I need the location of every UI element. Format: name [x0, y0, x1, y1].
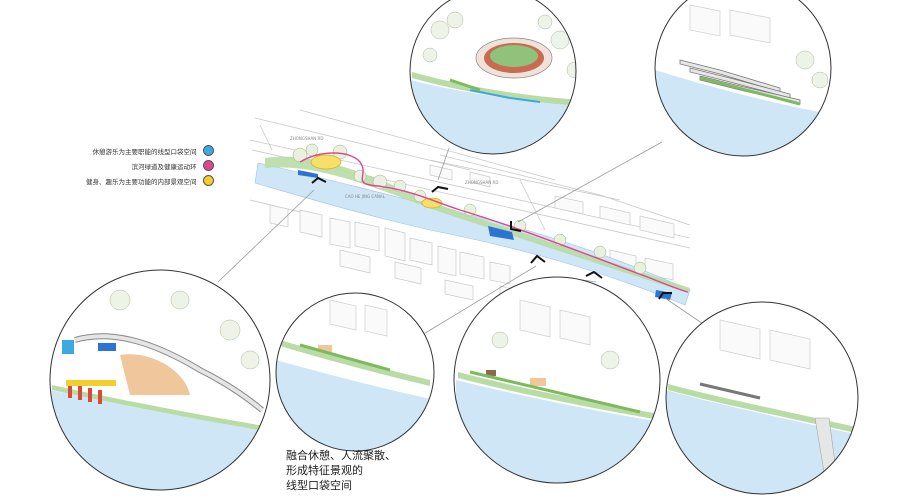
- pink-fitness-loop: [299, 152, 689, 293]
- legend-swatch-yellow: [202, 175, 214, 186]
- legend-item: 滨河绿道及健康运动环: [86, 158, 214, 173]
- legend-swatch-pink: [202, 160, 214, 171]
- detail-circle-plaza: [49, 269, 271, 491]
- tree-clusters: [292, 143, 647, 275]
- legend-label: 健身、趣乐为主要功能的内部景观空间: [86, 177, 197, 186]
- building-blocks: [269, 164, 675, 307]
- leader-lines: [217, 141, 713, 336]
- road-label-mid: ZHONGSHAN RD: [465, 180, 498, 185]
- caption-line-2: 形成特征景观的: [286, 464, 363, 477]
- detail-circle-stadium: [409, 0, 577, 155]
- caption: 融合休憩、人流聚散、 形成特征景观的 线型口袋空间: [286, 448, 446, 493]
- river: [254, 162, 691, 306]
- road-label-top: ZHONGSHAN RD: [290, 136, 323, 141]
- detail-circle-terraces: [654, 0, 832, 157]
- main-site-plan: ZHONGSHAN RD ZHONGSHAN RD CAO HE JING CA…: [249, 109, 691, 307]
- legend: 休憩游乐为主要职能的线型口袋空间 滨河绿道及健康运动环 健身、趣乐为主要功能的内…: [86, 143, 214, 188]
- caption-line-3: 线型口袋空间: [286, 479, 352, 492]
- view-markers: [311, 176, 672, 300]
- detail-circle-pocket-east: [665, 301, 859, 495]
- legend-item: 健身、趣乐为主要功能的内部景观空间: [86, 173, 214, 188]
- detail-circle-pocket-center: [453, 276, 661, 484]
- legend-swatch-blue: [202, 145, 214, 156]
- yellow-pocket-west: [310, 154, 342, 170]
- detail-circle-pocket-west: [275, 292, 435, 452]
- river-label: CAO HE JING CANAL: [345, 194, 386, 199]
- legend-label: 休憩游乐为主要职能的线型口袋空间: [92, 147, 197, 156]
- legend-label: 滨河绿道及健康运动环: [131, 162, 197, 171]
- greenway-band: [265, 156, 690, 293]
- caption-line-1: 融合休憩、人流聚散、: [286, 449, 396, 462]
- blue-pocket-east: [488, 226, 514, 240]
- blue-pocket-west: [298, 170, 318, 178]
- legend-item: 休憩游乐为主要职能的线型口袋空间: [86, 143, 214, 158]
